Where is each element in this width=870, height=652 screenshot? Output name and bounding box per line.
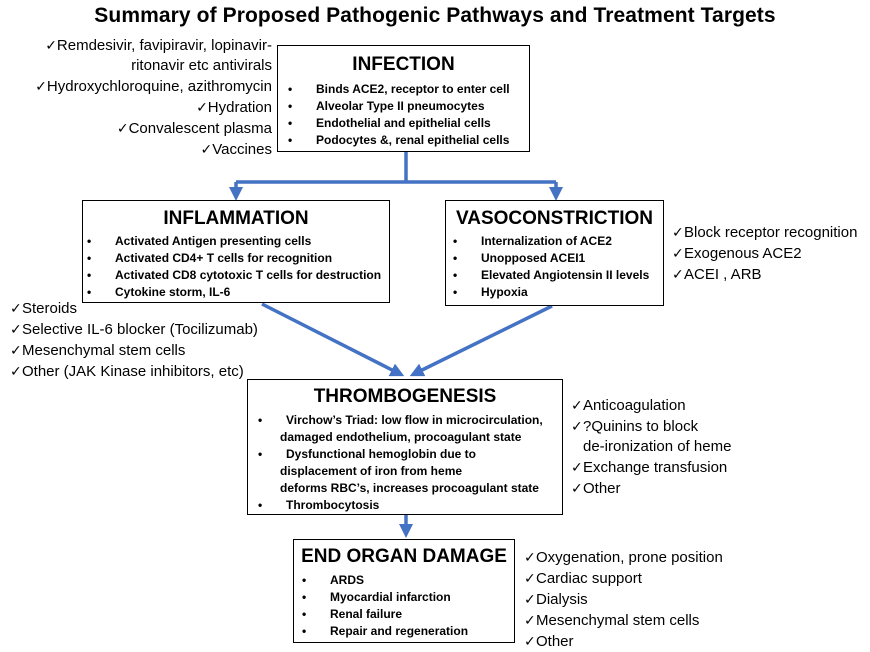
list-item: Alveolar Type II pneumocytes	[288, 98, 529, 115]
end-organ-box: END ORGAN DAMAGE ARDS Myocardial infarct…	[293, 539, 515, 643]
check-icon: ✓	[196, 99, 208, 115]
vasoconstriction-list: Internalization of ACE2 Unopposed ACEI1 …	[453, 233, 663, 301]
check-icon: ✓	[571, 459, 583, 475]
end-organ-list: ARDS Myocardial infarction Renal failure…	[302, 572, 514, 640]
list-item: ARDS	[302, 572, 514, 589]
list-item: Hypoxia	[453, 284, 663, 301]
arrow-vasoconstriction-to-thrombogenesis	[409, 304, 553, 377]
check-icon: ✓	[35, 78, 47, 94]
treatment-item: ✓Anticoagulation	[571, 397, 686, 414]
check-icon: ✓	[10, 321, 22, 337]
treatment-item: de-ironization of heme	[583, 438, 732, 455]
check-icon: ✓	[672, 245, 684, 261]
check-icon: ✓	[571, 480, 583, 496]
thrombogenesis-heading: THROMBOGENESIS	[313, 386, 497, 407]
list-item: Virchow’s Triad: low flow in microcircul…	[258, 412, 562, 429]
check-icon: ✓	[116, 120, 129, 136]
check-icon: ✓	[45, 37, 57, 53]
check-icon: ✓	[524, 549, 536, 565]
treatment-item: ✓Hydration	[196, 99, 272, 116]
inflammation-box: INFLAMMATION Activated Antigen presentin…	[82, 200, 390, 303]
check-icon: ✓	[571, 397, 583, 413]
treatment-item: ✓Steroids	[10, 300, 78, 317]
inflammation-treatments: ✓Steroids ✓Selective IL-6 blocker (Tocil…	[10, 298, 258, 382]
treatment-item: ✓Mesenchymal stem cells	[524, 612, 700, 629]
list-item: Renal failure	[302, 606, 514, 623]
treatment-item: ✓ACEI , ARB	[672, 266, 762, 283]
check-icon: ✓	[672, 266, 684, 282]
treatment-item: ✓Cardiac support	[524, 570, 642, 587]
check-icon: ✓	[524, 570, 536, 586]
list-item: Activated Antigen presenting cells	[87, 233, 389, 250]
treatment-item: ✓Exchange transfusion	[571, 459, 728, 476]
check-icon: ✓	[10, 363, 22, 379]
check-icon: ✓	[672, 224, 684, 240]
list-item: damaged endothelium, procoagulant state	[280, 430, 522, 444]
treatment-item: ✓Other	[571, 480, 621, 497]
treatment-item: ✓Oxygenation, prone position	[524, 549, 723, 566]
treatment-item: ✓Exogenous ACE2	[672, 245, 802, 262]
list-item: displacement of iron from heme	[280, 464, 463, 478]
check-icon: ✓	[10, 300, 22, 316]
check-icon: ✓	[571, 418, 583, 434]
treatment-item: ✓Hydroxychloroquine, azithromycin	[35, 78, 272, 95]
thrombogenesis-treatments: ✓Anticoagulation ✓?Quinins to block de-i…	[571, 395, 731, 499]
list-item: Internalization of ACE2	[453, 233, 663, 250]
treatment-item: ✓?Quinins to block	[571, 418, 699, 435]
check-icon: ✓	[10, 342, 22, 358]
treatment-item: ✓Other	[524, 633, 574, 650]
check-icon: ✓	[200, 141, 213, 157]
list-item: Elevated Angiotensin II levels	[453, 267, 663, 284]
list-item: deforms RBC’s, increases procoagulant st…	[280, 481, 539, 495]
infection-box: INFECTION Binds ACE2, receptor to enter …	[277, 45, 530, 152]
infection-heading: INFECTION	[352, 54, 455, 75]
treatment-item: ✓Remdesivir, favipiravir, lopinavir-	[45, 37, 272, 54]
diagram-title: Summary of Proposed Pathogenic Pathways …	[94, 4, 776, 27]
infection-treatments: ✓Remdesivir, favipiravir, lopinavir- rit…	[35, 35, 272, 160]
treatment-item: ✓Convalescent plasma	[116, 120, 272, 137]
thrombogenesis-list: Virchow’s Triad: low flow in microcircul…	[258, 412, 562, 514]
check-icon: ✓	[524, 591, 536, 607]
thrombogenesis-box: THROMBOGENESIS Virchow’s Triad: low flow…	[247, 379, 563, 515]
arrow-inflammation-to-thrombogenesis	[261, 302, 405, 377]
list-item: Repair and regeneration	[302, 623, 514, 640]
vasoconstriction-treatments: ✓Block receptor recognition ✓Exogenous A…	[672, 222, 857, 285]
list-item: Binds ACE2, receptor to enter cell	[288, 81, 529, 98]
vasoconstriction-box: VASOCONSTRICTION Internalization of ACE2…	[445, 200, 664, 306]
check-icon: ✓	[524, 612, 536, 628]
list-item: Podocytes &, renal epithelial cells	[288, 132, 529, 149]
list-item: Activated CD4+ T cells for recognition	[87, 250, 389, 267]
treatment-item: ritonavir etc antivirals	[131, 57, 272, 74]
treatment-item: ✓Other (JAK Kinase inhibitors, etc)	[10, 363, 244, 380]
vasoconstriction-heading: VASOCONSTRICTION	[455, 208, 654, 229]
treatment-item: ✓Selective IL-6 blocker (Tocilizumab)	[10, 321, 258, 338]
treatment-item: ✓Block receptor recognition	[672, 224, 858, 241]
check-icon: ✓	[524, 633, 536, 649]
list-item: Endothelial and epithelial cells	[288, 115, 529, 132]
list-item: Dysfunctional hemoglobin due to	[258, 446, 562, 463]
list-item: Cytokine storm, IL-6	[87, 284, 389, 301]
inflammation-heading: INFLAMMATION	[163, 208, 309, 229]
list-item: Myocardial infarction	[302, 589, 514, 606]
list-item: Activated CD8 cytotoxic T cells for dest…	[87, 267, 389, 284]
treatment-item: ✓Mesenchymal stem cells	[10, 342, 186, 359]
end-organ-treatments: ✓Oxygenation, prone position ✓Cardiac su…	[524, 547, 723, 652]
treatment-item: ✓Vaccines	[200, 141, 273, 158]
list-item: Unopposed ACEI1	[453, 250, 663, 267]
inflammation-list: Activated Antigen presenting cells Activ…	[87, 233, 389, 301]
treatment-item: ✓Dialysis	[524, 591, 588, 608]
infection-list: Binds ACE2, receptor to enter cell Alveo…	[288, 81, 529, 149]
list-item: Thrombocytosis	[258, 497, 562, 514]
end-organ-heading: END ORGAN DAMAGE	[301, 546, 507, 567]
